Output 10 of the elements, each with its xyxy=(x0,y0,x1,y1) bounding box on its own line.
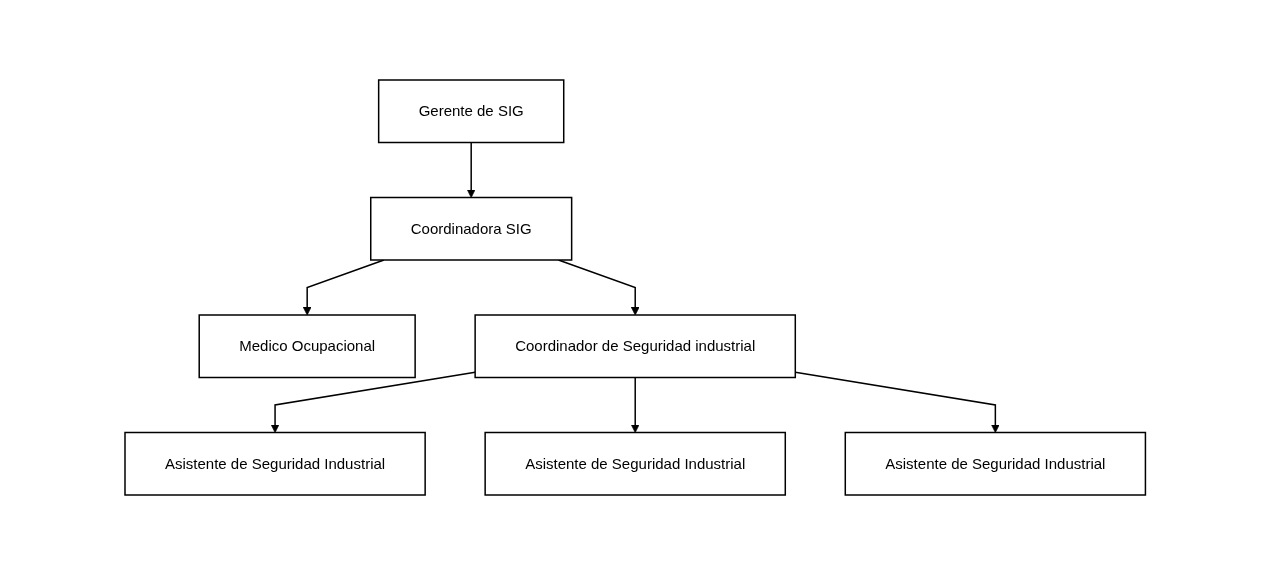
arrow xyxy=(270,371,477,433)
node-box: Asistente de Seguridad Industrial xyxy=(124,431,427,496)
arrow xyxy=(467,141,476,198)
arrow xyxy=(631,376,640,433)
node-box: Asistente de Seguridad Industrial xyxy=(844,431,1147,496)
node-box: Coordinadora SIG xyxy=(370,196,573,261)
node-box: Coordinador de Seguridad industrial xyxy=(474,314,797,379)
node-box: Asistente de Seguridad Industrial xyxy=(484,431,787,496)
node-box: Medico Ocupacional xyxy=(198,314,417,379)
node-box: Gerente de SIG xyxy=(378,79,565,144)
